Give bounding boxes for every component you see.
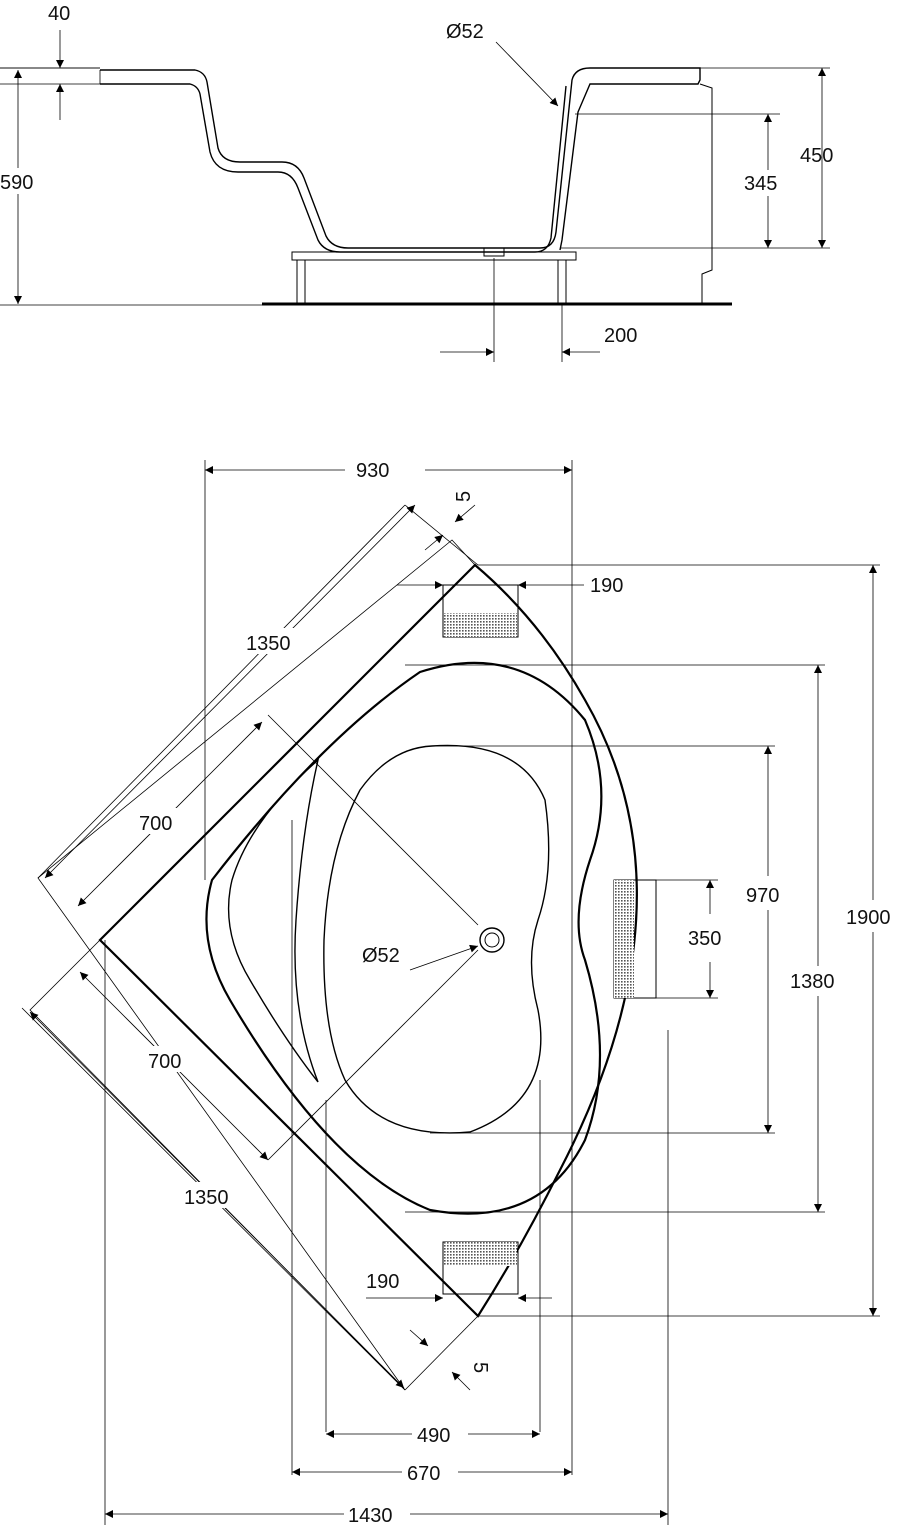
dim-tub-height: 450	[800, 145, 833, 167]
dim-total-height: 590	[0, 172, 33, 194]
dim-panel-width: 930	[356, 460, 389, 482]
dim-inner-depth: 345	[744, 173, 777, 195]
support-leg-left	[296, 259, 306, 305]
tub-outer-outline[interactable]	[98, 563, 638, 1318]
dim-panel-gap-top: 5	[453, 491, 475, 502]
dim-total-width: 1430	[348, 1505, 393, 1527]
support-leg-right	[557, 259, 567, 305]
basin-floor	[323, 744, 550, 1134]
dim-inner-upper: 700	[139, 813, 172, 835]
dim-drain-offset: 200	[604, 325, 637, 347]
dim-side-upper: 1350	[246, 633, 291, 655]
dim-drain-diameter-plan: Ø52	[362, 945, 400, 967]
dim-total-length: 1900	[846, 907, 891, 929]
dim-panel-gap-bottom: 5	[469, 1362, 491, 1373]
dim-basin-width: 490	[417, 1425, 450, 1447]
dim-inner-length: 1380	[790, 971, 835, 993]
seat-contour	[227, 758, 320, 1083]
dim-basin-length: 970	[746, 885, 779, 907]
side-view: 40 590 Ø52 345 450 200	[0, 3, 833, 362]
support-frame	[291, 251, 577, 261]
tub-inner-rim	[205, 661, 603, 1215]
dim-rim-thickness: 40	[48, 3, 70, 25]
dim-armrest: 350	[688, 928, 721, 950]
dim-side-lower: 1350	[184, 1187, 229, 1209]
dim-drain-diameter-side: Ø52	[446, 21, 484, 43]
drain-fitting	[483, 247, 505, 257]
tub-profile-inner	[100, 83, 567, 253]
tub-profile-outer	[100, 67, 701, 251]
outer-panel-frame	[29, 539, 476, 1391]
plan-view: 930 5 190 1350 700 Ø52 700 1350 190	[21, 460, 891, 1527]
tub-side-panel	[699, 83, 713, 304]
dim-inner-width: 670	[407, 1463, 440, 1485]
dim-headrest-top: 190	[590, 575, 623, 597]
drain-hole	[479, 927, 505, 953]
dim-inner-lower: 700	[148, 1051, 181, 1073]
dim-headrest-bottom: 190	[366, 1271, 399, 1293]
